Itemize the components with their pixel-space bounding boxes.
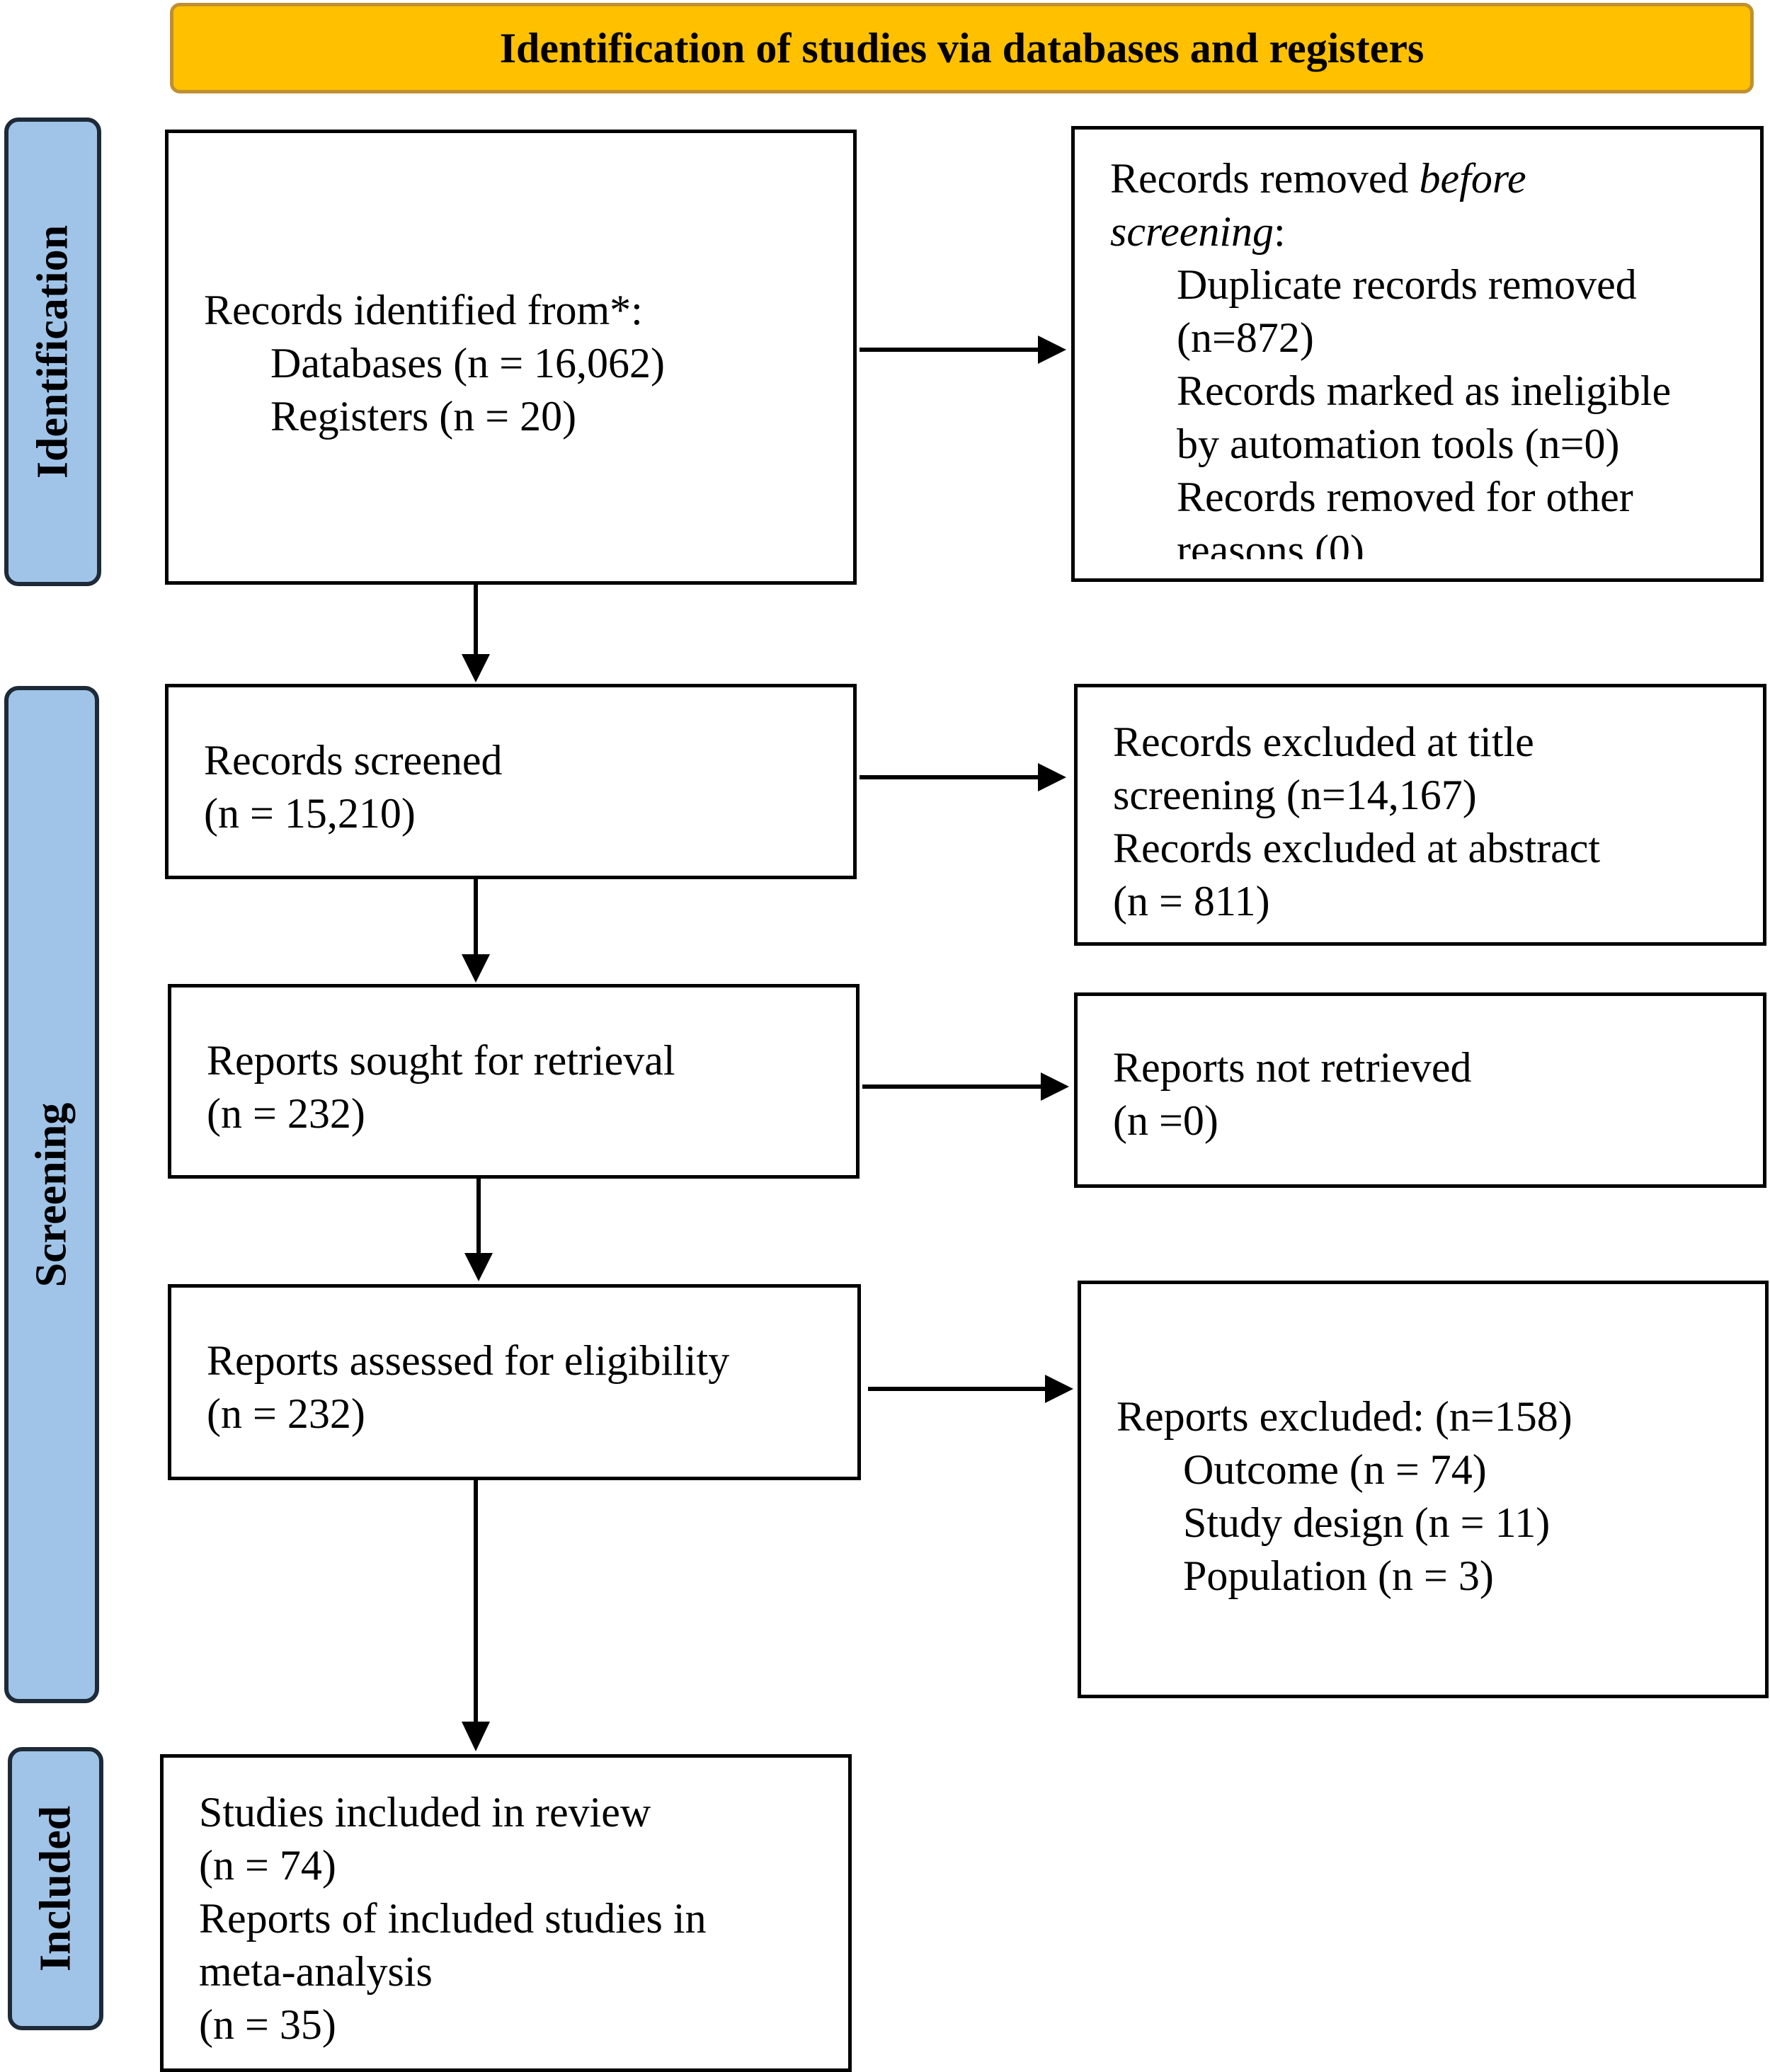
arrowhead-not-retrieved [1041,1072,1069,1101]
databases-count: Databases (n = 16,062) [270,340,666,387]
excluded-outcome: Outcome (n = 74) [1183,1446,1487,1493]
box-records-excluded: Records excluded at title screening (n=1… [1074,684,1766,946]
duplicates-line-2: (n=872) [1177,314,1314,361]
arrowhead-included [462,1722,490,1751]
box-reports-excluded: Reports excluded: (n=158) Outcome (n = 7… [1078,1281,1769,1698]
duplicates-line-1: Duplicate records removed [1177,261,1637,308]
reports-sought-label: Reports sought for retrieval [207,1037,675,1084]
assessed-label: Reports assessed for eligibility [207,1337,730,1384]
box-reports-assessed: Reports assessed for eligibility (n = 23… [168,1284,861,1480]
arrowhead-reports-excluded [1045,1375,1073,1403]
excluded-abstract-line-2: (n = 811) [1113,878,1270,925]
registers-count: Registers (n = 20) [270,393,577,440]
other-reasons-line-1: Records removed for other [1177,474,1633,520]
arrowhead-screened [462,654,490,682]
box-reports-sought: Reports sought for retrieval (n = 232) [168,984,860,1179]
box-records-removed: Records removed before screening: Duplic… [1071,126,1764,582]
not-retrieved-label: Reports not retrieved [1113,1044,1472,1091]
excluded-abstract-line-1: Records excluded at abstract [1113,825,1601,871]
meta-analysis-label-2: meta-analysis [199,1948,433,1995]
included-review-count: (n = 74) [199,1842,336,1889]
records-screened-label: Records screened [204,737,503,784]
meta-analysis-label-1: Reports of included studies in [199,1895,707,1942]
reports-sought-count: (n = 232) [207,1090,365,1137]
reports-excluded-heading: Reports excluded: (n=158) [1117,1393,1572,1440]
phase-identification: Identification [4,118,101,586]
removed-heading-1: Records removed before [1110,155,1526,202]
excluded-title-line-1: Records excluded at title [1113,719,1534,765]
phase-screening: Screening [4,686,99,1703]
other-reasons-line-2: reasons (0) [1177,527,1364,559]
ineligible-line-1: Records marked as ineligible [1177,367,1672,414]
excluded-population: Population (n = 3) [1183,1552,1494,1599]
arrowhead-excluded [1038,763,1066,791]
arrowhead-sought [462,954,490,983]
assessed-count: (n = 232) [207,1390,365,1437]
records-identified-heading: Records identified from*: [204,287,643,333]
arrowhead-assessed [464,1253,493,1281]
records-screened-count: (n = 15,210) [204,790,416,837]
box-studies-included: Studies included in review (n = 74) Repo… [160,1754,852,2072]
header-title: Identification of studies via databases … [499,24,1424,71]
arrowhead-removed [1038,336,1066,364]
phase-included: Included [8,1747,103,2030]
ineligible-line-2: by automation tools (n=0) [1177,420,1620,467]
meta-analysis-count: (n = 35) [199,2001,336,2048]
box-records-identified: Records identified from*: Databases (n =… [165,130,857,585]
excluded-title-line-2: screening (n=14,167) [1113,772,1477,818]
box-records-screened: Records screened (n = 15,210) [165,684,857,879]
not-retrieved-count: (n =0) [1113,1097,1218,1144]
excluded-study-design: Study design (n = 11) [1183,1499,1551,1546]
header-banner: Identification of studies via databases … [170,3,1754,93]
box-reports-not-retrieved: Reports not retrieved (n =0) [1074,992,1766,1188]
removed-heading-2: screening: [1110,208,1286,255]
included-review-label: Studies included in review [199,1789,651,1836]
